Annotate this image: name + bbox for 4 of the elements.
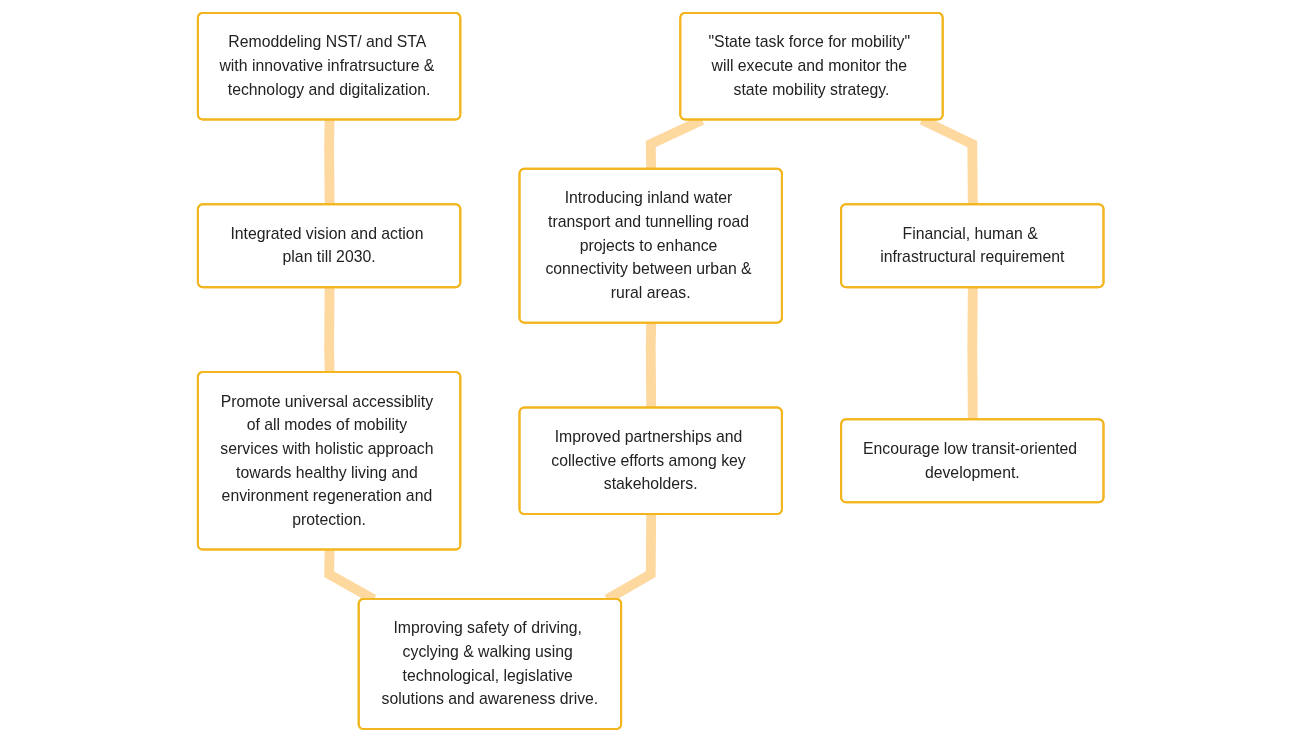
connector (646, 323, 657, 409)
connector (324, 119, 335, 205)
connector (967, 287, 979, 420)
connector (324, 287, 335, 373)
